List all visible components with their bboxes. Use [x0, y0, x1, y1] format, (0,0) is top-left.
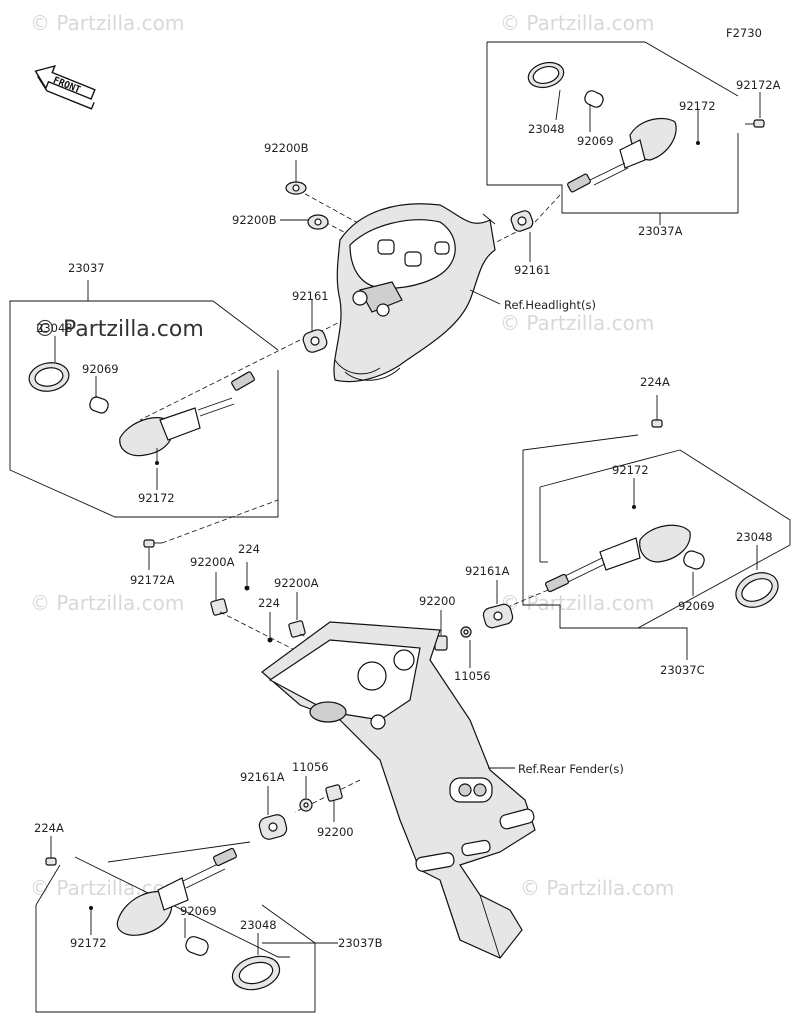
- turn-signal-front-left: [9, 280, 279, 570]
- turn-signal-front-right: [486, 41, 765, 225]
- label-92200a: 92200A: [190, 555, 235, 569]
- headlight-bracket: [333, 203, 501, 383]
- clip-92200a: [210, 562, 341, 669]
- label-23037a: 23037A: [638, 224, 683, 238]
- watermark: © Partzilla.com: [500, 11, 654, 35]
- label-92172a: 92172A: [130, 573, 175, 587]
- turn-signal-rear-left: [35, 836, 338, 1013]
- front-arrow-icon: FRONT: [34, 64, 96, 110]
- label-23048: 23048: [36, 321, 73, 335]
- label-23037c: 23037C: [660, 663, 705, 677]
- grommet-92200b: [280, 160, 329, 230]
- watermark: © Partzilla.com: [500, 591, 654, 615]
- label-92161: 92161: [292, 289, 329, 303]
- label-11056: 11056: [454, 669, 491, 683]
- label-92172: 92172: [679, 99, 716, 113]
- label-23037b: 23037B: [338, 936, 383, 950]
- label-92200a: 92200A: [274, 576, 319, 590]
- watermark: © Partzilla.com: [500, 311, 654, 335]
- label-23048: 23048: [240, 918, 277, 932]
- label-23048: 23048: [528, 122, 565, 136]
- rear-fender: [261, 621, 536, 959]
- label-92200: 92200: [419, 594, 456, 608]
- watermark-main: © Partzilla.com: [34, 317, 204, 342]
- label-224: 224: [238, 542, 260, 556]
- label-92200b: 92200B: [232, 213, 277, 227]
- label-224a: 224A: [640, 375, 670, 389]
- label-ref-rear-fender: Ref.Rear Fender(s): [518, 762, 624, 776]
- figure-code: F2730: [726, 26, 762, 40]
- label-224a: 224A: [34, 821, 64, 835]
- label-92161a: 92161A: [465, 564, 510, 578]
- label-23037: 23037: [68, 261, 105, 275]
- grommet-92161: [302, 210, 534, 353]
- label-92172: 92172: [138, 491, 175, 505]
- watermark: © Partzilla.com: [30, 11, 184, 35]
- watermark: © Partzilla.com: [30, 591, 184, 615]
- label-ref-headlight: Ref.Headlight(s): [504, 298, 596, 312]
- label-92172a: 92172A: [736, 78, 781, 92]
- watermark: © Partzilla.com: [520, 876, 674, 900]
- label-224: 224: [258, 596, 280, 610]
- label-11056: 11056: [292, 760, 329, 774]
- label-92069: 92069: [82, 362, 119, 376]
- label-92172: 92172: [612, 463, 649, 477]
- label-23048: 23048: [736, 530, 773, 544]
- label-92200b: 92200B: [264, 141, 309, 155]
- label-92200: 92200: [317, 825, 354, 839]
- label-92069: 92069: [577, 134, 614, 148]
- turn-signal-rear-right: [509, 395, 791, 660]
- label-92069: 92069: [678, 599, 715, 613]
- label-92161a: 92161A: [240, 770, 285, 784]
- label-92069: 92069: [180, 904, 217, 918]
- watermark-layer: © Partzilla.com © Partzilla.com © Partzi…: [30, 11, 674, 900]
- grommet-92161a-right: [482, 580, 514, 629]
- part-labels: 92172A 92172 23048 92069 92200B 92200B 2…: [34, 78, 781, 950]
- label-92161: 92161: [514, 263, 551, 277]
- clip-92200-left: [299, 776, 343, 822]
- label-92172: 92172: [70, 936, 107, 950]
- grommet-92161a-left: [258, 786, 288, 840]
